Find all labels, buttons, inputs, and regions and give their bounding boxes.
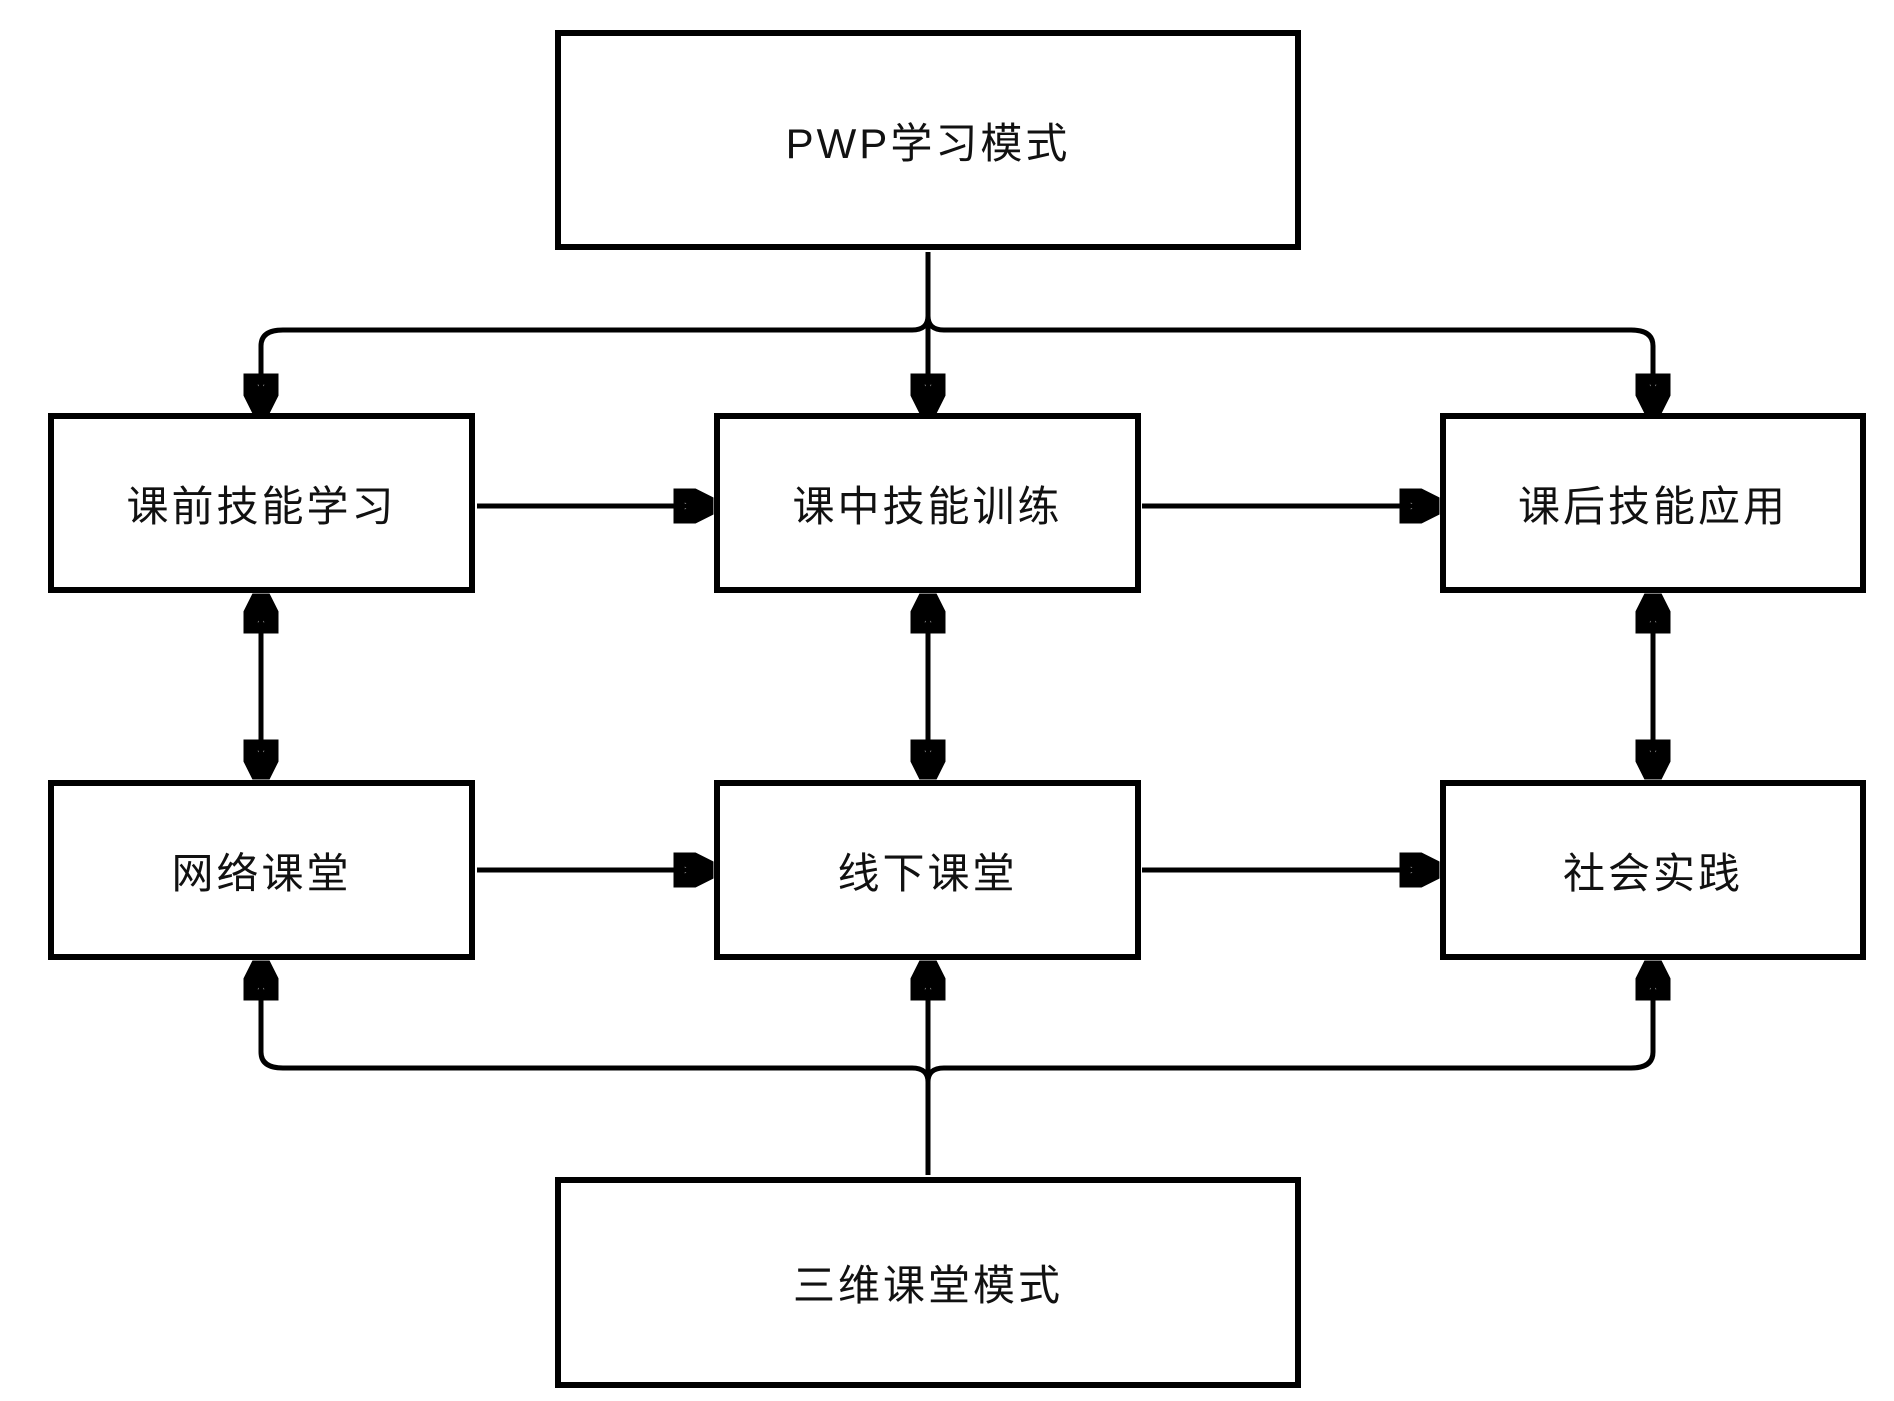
node-label: 课中技能训练 [792,482,1063,530]
node-offline-classroom: 线下课堂 [714,780,1141,960]
node-online-classroom: 网络课堂 [48,780,475,960]
arrow-top-to-row1-left [261,252,931,411]
arrow-bottom-to-row2-left [261,963,931,1175]
node-label: PWP学习模式 [785,119,1071,167]
node-after-class-skill-application: 课后技能应用 [1440,413,1866,593]
node-pre-class-skill-learning: 课前技能学习 [48,413,475,593]
arrow-bottom-to-row2-right [925,963,1653,1175]
arrow-top-to-row1-right [925,252,1653,411]
node-label: 三维课堂模式 [792,1262,1063,1309]
node-pwp-learning-mode: PWP学习模式 [555,30,1301,250]
node-label: 线下课堂 [837,849,1018,897]
node-in-class-skill-training: 课中技能训练 [714,413,1141,593]
node-label: 课后技能应用 [1517,482,1788,530]
node-social-practice: 社会实践 [1440,780,1866,960]
node-three-dimensional-classroom-mode: 三维课堂模式 [555,1177,1301,1388]
node-label: 课前技能学习 [126,482,397,530]
node-label: 社会实践 [1562,849,1743,897]
node-label: 网络课堂 [171,849,352,897]
